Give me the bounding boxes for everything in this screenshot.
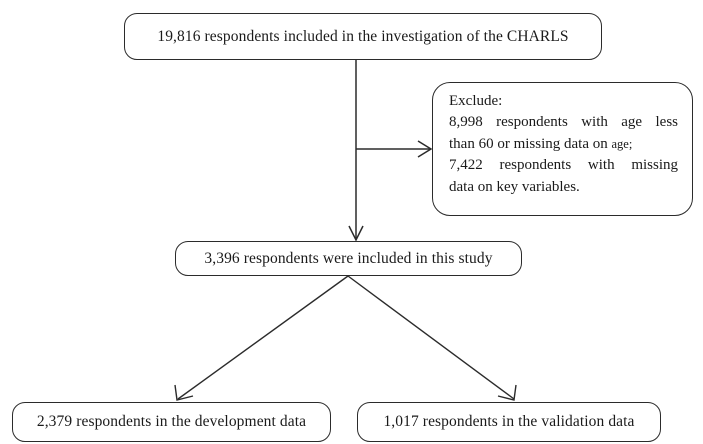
node-cohort-total-label: 19,816 respondents included in the inves… (157, 27, 569, 45)
exclusion-line-age-detail-main: than 60 or missing data on (449, 135, 612, 152)
exclusion-text-block: Exclude: 8,998 respondents with age less… (433, 83, 692, 204)
edge-study-to-development-line (177, 275, 349, 400)
exclusion-line-heading: Exclude: (449, 93, 503, 109)
exclusion-line-age-detail: than 60 or missing data on age; (449, 134, 678, 155)
node-included-study-label: 3,396 respondents were included in this … (204, 249, 493, 267)
node-cohort-total: 19,816 respondents included in the inves… (124, 13, 602, 60)
node-exclusion-criteria: Exclude: 8,998 respondents with age less… (432, 82, 693, 216)
node-validation-data-label: 1,017 respondents in the validation data (383, 413, 635, 431)
edge-study-to-development-arrowhead (174, 384, 194, 401)
exclusion-line-missing-detail: data on key variables. (449, 178, 580, 195)
exclusion-line-missing-count: 7,422 respondents with missing (449, 157, 678, 174)
edge-cohort-to-exclusion-arrowhead (417, 140, 433, 158)
edge-study-to-validation-arrowhead (497, 384, 517, 401)
node-development-data: 2,379 respondents in the development dat… (12, 402, 331, 442)
node-validation-data: 1,017 respondents in the validation data (357, 402, 661, 442)
exclusion-line-age-detail-small: age; (611, 136, 633, 151)
node-included-study: 3,396 respondents were included in this … (175, 241, 522, 276)
edge-cohort-to-study-arrowhead (348, 225, 364, 242)
edge-study-to-validation-line (347, 275, 515, 400)
node-development-data-label: 2,379 respondents in the development dat… (36, 413, 307, 431)
exclusion-line-age-count: 8,998 respondents with age less (449, 114, 678, 131)
